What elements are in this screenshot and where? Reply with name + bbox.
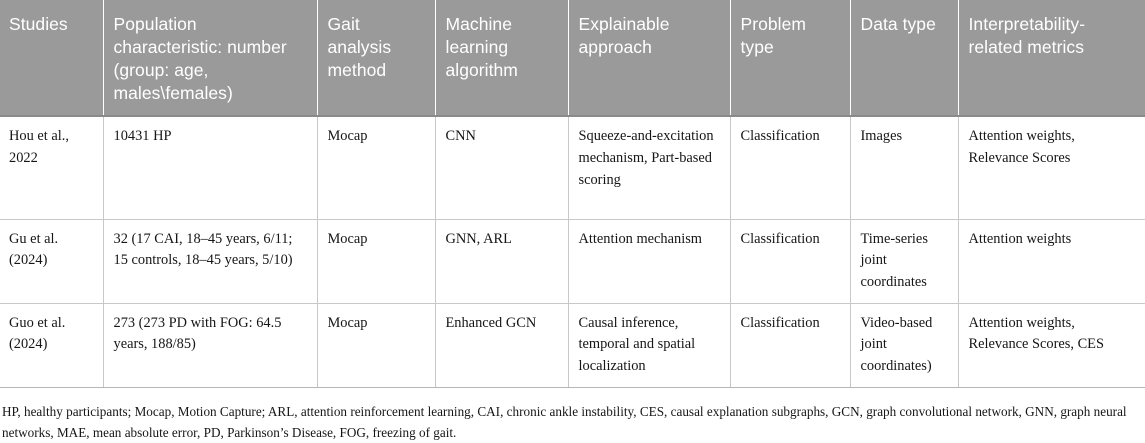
column-header-explainable-approach: Explainable approach — [568, 0, 731, 118]
cell-population: 273 (273 PD with FOG: 64.5 years, 188/85… — [103, 303, 318, 388]
table-footnote: HP, healthy participants; Mocap, Motion … — [2, 403, 1127, 440]
cell-ml-algorithm: CNN — [435, 116, 569, 220]
column-header-data-type: Data type — [850, 0, 959, 118]
cell-gait-method: Mocap — [317, 303, 436, 388]
table-row: Hou et al., 2022 10431 HP Mocap CNN Sque… — [0, 116, 1145, 220]
cell-problem-type: Classification — [730, 116, 851, 220]
column-header-problem-type: Problem type — [730, 0, 851, 118]
column-header-studies: Studies — [0, 0, 104, 118]
cell-problem-type: Classification — [730, 303, 851, 388]
cell-metrics: Attention weights, Relevance Scores — [958, 116, 1145, 220]
cell-metrics: Attention weights — [958, 219, 1145, 304]
header-row: Studies Population characteristic: numbe… — [0, 0, 1145, 118]
cell-explainable-approach: Attention mechanism — [568, 219, 731, 304]
cell-ml-algorithm: Enhanced GCN — [435, 303, 569, 388]
cell-population: 32 (17 CAI, 18–45 years, 6/11; 15 contro… — [103, 219, 318, 304]
cell-gait-method: Mocap — [317, 219, 436, 304]
cell-problem-type: Classification — [730, 219, 851, 304]
column-header-machine-learning-algorithm: Machine learning algorithm — [435, 0, 569, 118]
cell-data-type: Time-series joint coordinates — [850, 219, 959, 304]
cell-studies: Hou et al., 2022 — [0, 116, 104, 220]
cell-explainable-approach: Causal inference, temporal and spatial l… — [568, 303, 731, 388]
table-body: Hou et al., 2022 10431 HP Mocap CNN Sque… — [0, 116, 1145, 388]
column-header-population-characteristic: Population characteristic: number (group… — [103, 0, 318, 118]
cell-explainable-approach: Squeeze-and-excitation mechanism, Part-b… — [568, 116, 731, 220]
cell-metrics: Attention weights, Relevance Scores, CES — [958, 303, 1145, 388]
cell-studies: Gu et al. (2024) — [0, 219, 104, 304]
cell-population: 10431 HP — [103, 116, 318, 220]
table-header: Studies Population characteristic: numbe… — [0, 0, 1145, 118]
column-header-gait-analysis-method: Gait analysis method — [317, 0, 436, 118]
cell-data-type: Video-based joint coordinates) — [850, 303, 959, 388]
cell-gait-method: Mocap — [317, 116, 436, 220]
cell-data-type: Images — [850, 116, 959, 220]
column-header-interpretability-related-metrics: Interpretability-related metrics — [958, 0, 1145, 118]
cell-ml-algorithm: GNN, ARL — [435, 219, 569, 304]
table-row: Guo et al. (2024) 273 (273 PD with FOG: … — [0, 303, 1145, 388]
table-row: Gu et al. (2024) 32 (17 CAI, 18–45 years… — [0, 219, 1145, 304]
studies-table: Studies Population characteristic: numbe… — [0, 0, 1145, 388]
cell-studies: Guo et al. (2024) — [0, 303, 104, 388]
